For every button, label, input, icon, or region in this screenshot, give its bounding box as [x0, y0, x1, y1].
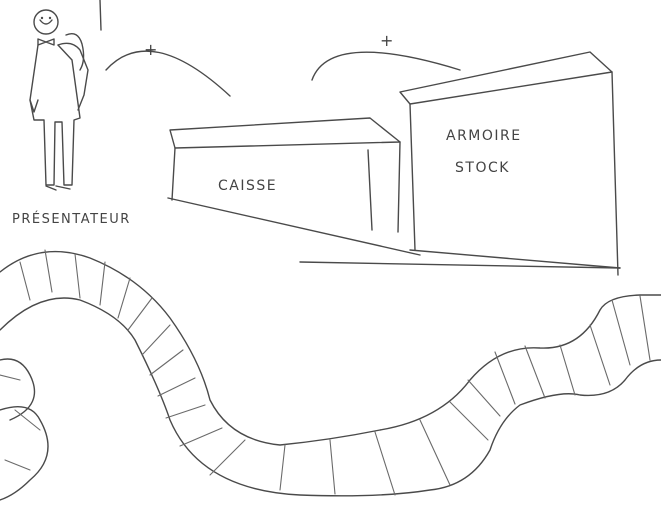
cash-register-label: CAISSE	[218, 178, 277, 194]
presenter-label: PRÉSENTATEUR	[12, 211, 131, 227]
right-plus: +	[380, 31, 395, 50]
presenter-figure	[30, 10, 88, 190]
cabinet-label-line1: ARMOIRE	[446, 128, 522, 144]
left-arc	[106, 51, 230, 96]
queue-path	[0, 250, 661, 500]
cabinet-label-line2: STOCK	[455, 160, 510, 176]
cash-register-box	[168, 118, 420, 255]
left-plus: +	[144, 40, 159, 59]
top-edge-line	[100, 0, 101, 30]
right-arc	[312, 52, 460, 80]
